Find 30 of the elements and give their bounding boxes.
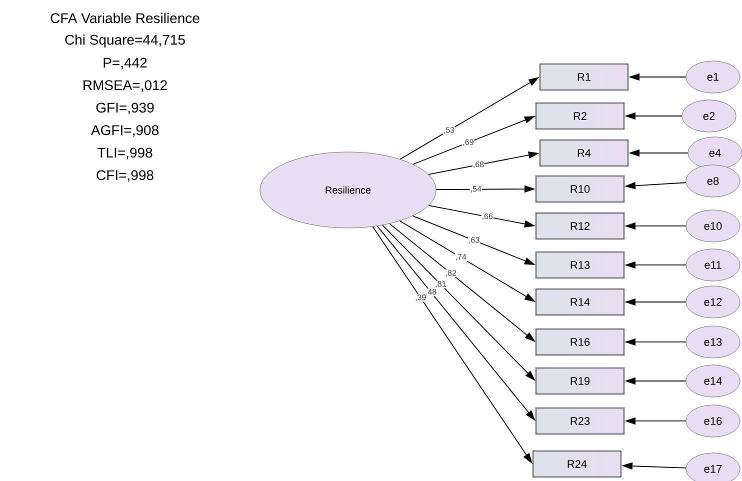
edge-label: ,66 [481,212,494,221]
indicator-box: R10 [536,176,624,202]
indicator-box: R24 [532,450,622,478]
edge-label: ,74 [454,254,467,262]
indicator-box: R1 [540,64,628,90]
edge-label: ,53 [442,126,455,134]
fit-statistic: CFI=,998 [96,170,154,182]
fit-statistic: GFI=,939 [96,102,154,114]
indicator-box: R12 [536,212,624,240]
edge-label: ,69 [462,138,474,146]
edge-label: ,81 [434,280,447,288]
edge-label: ,54 [470,186,482,194]
indicator-box: R14 [536,288,624,316]
edge-label: ,82 [444,270,457,278]
fit-statistic: P=,442 [104,58,147,70]
edge-label: ,63 [468,236,480,244]
indicator-box: R13 [536,251,624,278]
fit-statistic: TLI=,998 [98,148,152,160]
edge-label: ,39 [414,294,427,302]
indicator-box: R23 [536,407,624,434]
edge-label: ,68 [472,160,485,169]
diagram-title: CFA Variable Resilience [50,12,200,24]
fit-statistic: RMSEA=,012 [84,80,167,92]
fit-statistic: AGFI=,908 [91,125,158,137]
indicator-box: R4 [540,140,628,166]
fit-statistic: Chi Square=44,715 [65,34,185,48]
indicator-box: R19 [536,367,624,394]
indicator-box: R16 [536,328,624,356]
indicator-box: R2 [536,102,624,130]
edge-label: ,48 [425,288,438,296]
